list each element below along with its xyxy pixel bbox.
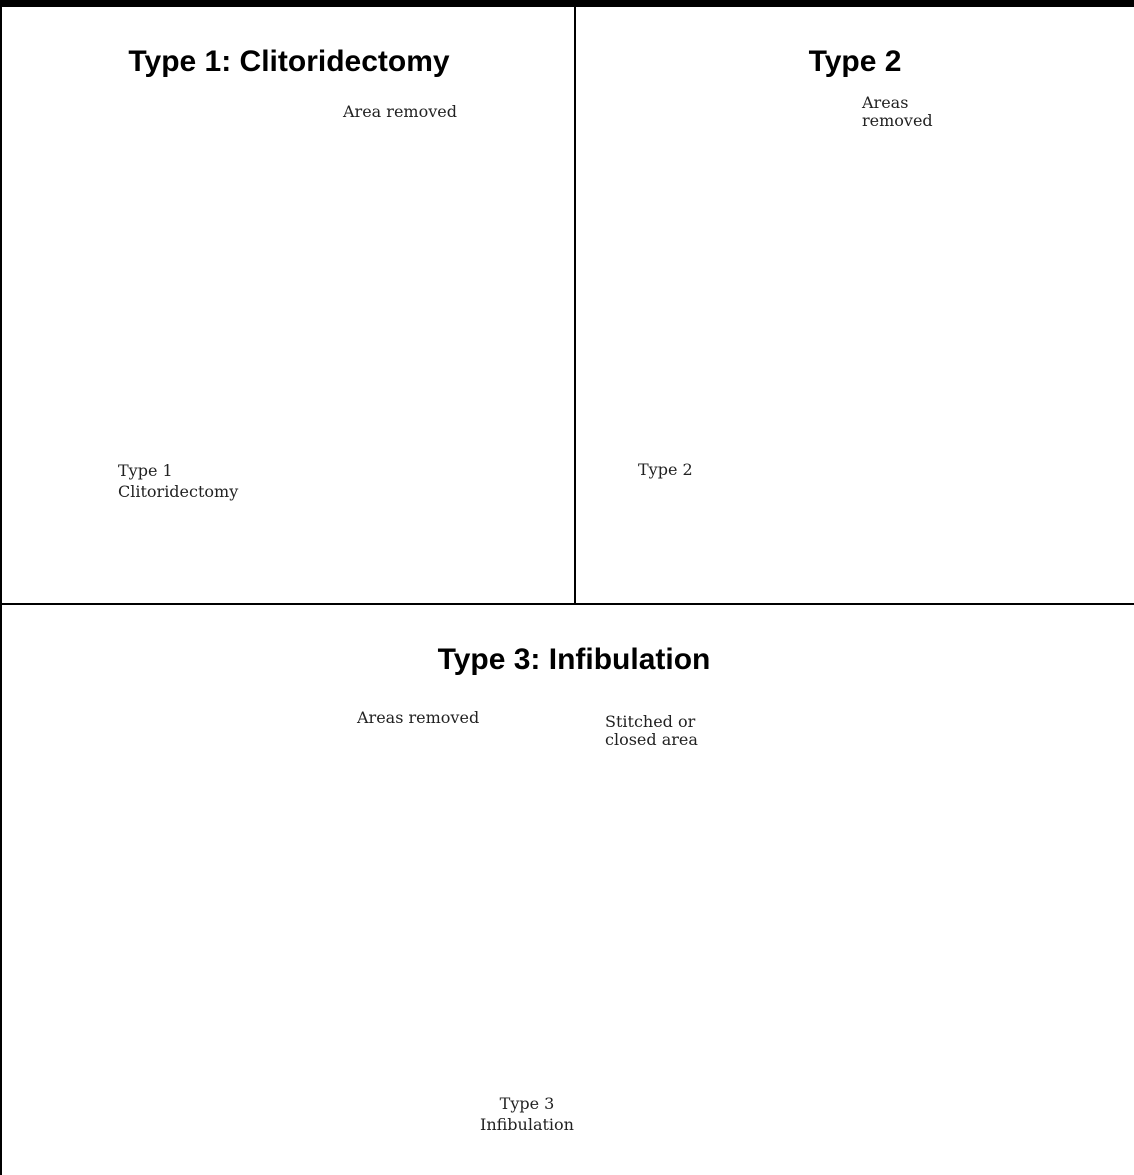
panel-divider-vertical (574, 0, 576, 604)
panel-type2-title: Type 2 (576, 45, 1134, 79)
type1-callout-label: Area removed (343, 103, 457, 121)
type1-caption-line2: Clitoridectomy (118, 481, 238, 502)
type3-caption: Type 3 Infibulation (480, 1093, 574, 1135)
type3-callout-left: Areas removed (357, 709, 479, 727)
type1-caption-line1: Type 1 (118, 460, 238, 481)
top-border (0, 0, 1134, 7)
type3-caption-line1: Type 3 (480, 1093, 574, 1114)
panel-divider-horizontal (0, 603, 1134, 605)
left-border (0, 0, 2, 1175)
type2-callout-line1: Areas (862, 94, 933, 112)
panel-type1-title: Type 1: Clitoridectomy (0, 45, 578, 79)
type3-caption-line2: Infibulation (480, 1114, 574, 1135)
panel-type3-title: Type 3: Infibulation (0, 643, 1134, 677)
type3-callout-right-line2: closed area (605, 731, 698, 749)
type3-callout-right: Stitched or closed area (605, 713, 698, 749)
type2-callout-label: Areas removed (862, 94, 933, 130)
type1-caption: Type 1 Clitoridectomy (118, 460, 238, 502)
type2-callout-line2: removed (862, 112, 933, 130)
type3-callout-right-line1: Stitched or (605, 713, 698, 731)
type2-caption: Type 2 (638, 459, 693, 480)
